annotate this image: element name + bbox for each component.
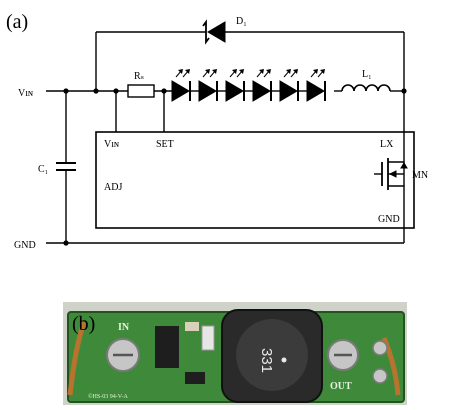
rs-resistor — [127, 84, 155, 98]
panel-label-b: (b) — [72, 313, 95, 335]
vin-label: Vıɴ — [18, 88, 33, 99]
l1-label: L₁ — [362, 69, 372, 80]
led-3 — [225, 69, 253, 102]
led-6 — [306, 69, 326, 102]
mn-body-diode — [400, 162, 408, 169]
led-1 — [171, 69, 199, 102]
junction-dot-c1-vin — [63, 88, 69, 94]
mn-mosfet — [374, 155, 408, 243]
chip-set-label: SET — [156, 139, 174, 150]
led-4 — [252, 69, 280, 102]
silk-in-label: IN — [118, 322, 130, 333]
mn-arrow — [388, 170, 397, 178]
led-string — [171, 69, 326, 102]
c1-label: C₁ — [38, 164, 48, 175]
smd-capacitor — [201, 325, 215, 351]
schematic: (a) Vıɴ GND C₁ D₁ Rₛ — [6, 11, 428, 251]
output-screw-small-a — [372, 340, 388, 356]
inductor-marking: 331 — [258, 348, 275, 373]
d1-diode-symbol — [207, 21, 226, 43]
rs-label: Rₛ — [134, 71, 144, 82]
chip-gnd-label: GND — [378, 214, 400, 225]
inductor-core — [236, 319, 308, 391]
panel-label-a: (a) — [6, 11, 28, 33]
driver-ic-box — [95, 131, 415, 229]
inductor-polarity-dot — [281, 357, 287, 363]
board-photo: IN 331 OUT ©HS-03 94-V-A (b) — [63, 302, 407, 405]
output-screw-small-b — [372, 368, 388, 384]
chip-vin-label: Vıɴ — [104, 139, 119, 150]
led-2 — [198, 69, 226, 102]
d1-label: D₁ — [236, 16, 247, 27]
gnd-label: GND — [14, 240, 36, 251]
input-lead-wire — [67, 321, 87, 396]
chip-lx-label: LX — [380, 139, 394, 150]
mn-drain — [388, 155, 405, 163]
d1-schottky-bar — [202, 19, 210, 45]
mn-label: MN — [412, 170, 428, 181]
smd-resistor — [185, 322, 199, 331]
led-5 — [279, 69, 307, 102]
board-silkscreen-text: ©HS-03 94-V-A — [88, 393, 129, 400]
smd-diode — [185, 372, 205, 384]
silk-out-label: OUT — [330, 381, 352, 392]
l1-inductor — [341, 84, 391, 92]
output-lead-wire — [381, 337, 401, 396]
ic-package — [155, 326, 179, 368]
junction-dot-c1-gnd — [63, 240, 69, 246]
chip-adj-label: ADJ — [104, 182, 122, 193]
